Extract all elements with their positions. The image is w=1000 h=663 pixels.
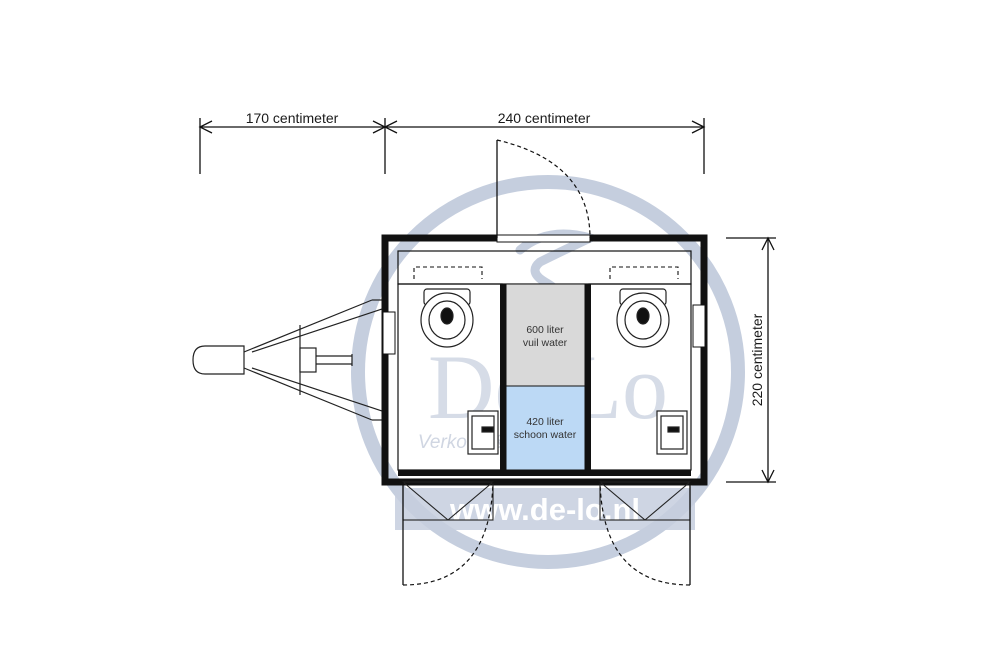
dimension-body-width	[726, 236, 776, 484]
fresh-tank-label: schoon water	[514, 429, 577, 441]
dimension-body-length	[383, 118, 706, 174]
fresh-water-tank: 420 liter schoon water	[505, 385, 586, 471]
watermark-url-band	[395, 488, 695, 530]
right-washbasin	[656, 410, 688, 455]
fresh-tank-capacity: 420 liter	[526, 416, 564, 428]
dimension-label-body-length: 240 centimeter	[498, 110, 591, 126]
watermark-url: www.de-lo.nl	[449, 492, 640, 527]
top-window	[496, 234, 591, 243]
dimension-label-body-width: 220 centimeter	[749, 313, 765, 406]
left-washbasin	[467, 410, 499, 455]
right-urinal-trough	[609, 266, 679, 279]
waste-tank-capacity: 600 liter	[526, 324, 564, 336]
drawbar	[192, 299, 386, 421]
left-door-swing	[402, 481, 494, 586]
dimension-drawbar	[198, 118, 387, 174]
waste-tank-label: vuil water	[523, 337, 568, 349]
dimension-label-drawbar: 170 centimeter	[246, 110, 339, 126]
left-urinal-trough	[413, 266, 483, 279]
bottom-doors	[402, 481, 691, 586]
right-toilet	[616, 288, 670, 348]
watermark-circle	[351, 175, 745, 569]
left-toilet	[420, 288, 474, 348]
right-toilet-cabin	[585, 283, 692, 471]
right-door-swing	[599, 481, 691, 586]
top-door-swing	[496, 139, 591, 239]
left-toilet-cabin	[397, 283, 506, 471]
waste-water-tank: 600 liter vuil water	[505, 283, 586, 387]
right-side-window	[692, 304, 706, 348]
left-side-window	[382, 311, 396, 355]
